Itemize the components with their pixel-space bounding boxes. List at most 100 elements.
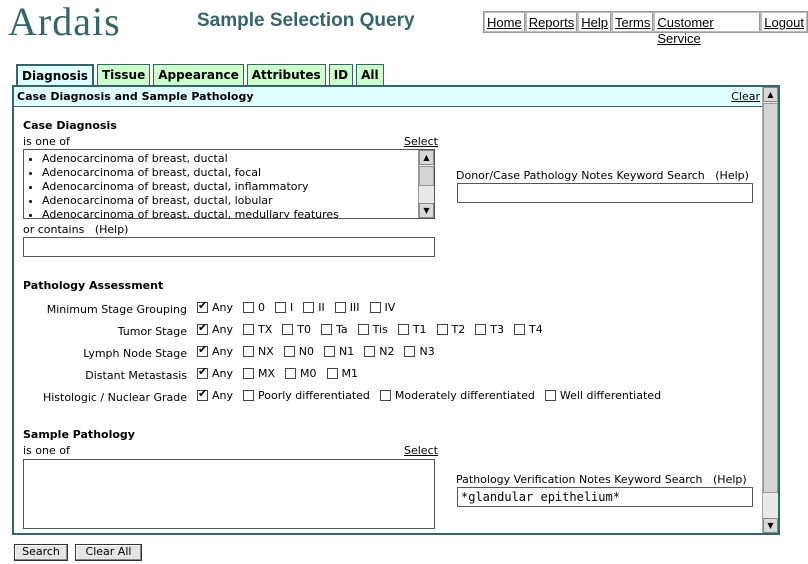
scroll-up-arrow-icon[interactable]: ▲ [763, 87, 778, 102]
checked-checkbox[interactable] [197, 365, 208, 379]
assessment-option[interactable]: Poorly differentiated [243, 389, 370, 402]
checkbox[interactable] [404, 346, 416, 357]
assessment-option[interactable]: III [334, 301, 360, 314]
checkbox[interactable] [275, 302, 287, 313]
checkbox[interactable] [243, 324, 255, 335]
checkbox[interactable] [303, 302, 315, 313]
assessment-option[interactable]: M1 [326, 367, 358, 380]
assessment-option[interactable]: T1 [397, 323, 427, 336]
checkbox[interactable] [357, 324, 369, 335]
assessment-option[interactable]: IV [369, 301, 396, 314]
checkbox[interactable] [321, 324, 332, 335]
tab-tissue[interactable]: Tissue [96, 64, 151, 86]
checkbox[interactable] [475, 324, 487, 335]
assessment-option[interactable]: T2 [436, 323, 465, 336]
case-diagnosis-select-link[interactable]: Select [404, 135, 438, 148]
checkbox[interactable] [243, 346, 255, 357]
assessment-option[interactable]: N2 [364, 345, 394, 358]
list-item[interactable]: Adenocarcinoma of breast, ductal, inflam… [42, 180, 434, 194]
listbox-scrollbar[interactable]: ▲ ▼ [418, 150, 434, 218]
scroll-thumb[interactable] [419, 166, 434, 186]
option-label: IV [384, 301, 396, 314]
assessment-option[interactable]: Ta [321, 323, 348, 336]
assessment-option[interactable]: Any [197, 321, 233, 336]
tab-appearance[interactable]: Appearance [153, 64, 244, 86]
checkbox[interactable] [243, 302, 255, 313]
case-diagnosis-listbox[interactable]: Adenocarcinoma of breast, ductal Adenoca… [23, 149, 435, 219]
nav-home-link[interactable]: Home [484, 12, 526, 32]
clear-all-button[interactable]: Clear All [75, 544, 142, 561]
sample-pathology-listbox[interactable] [23, 459, 435, 529]
checkbox[interactable] [285, 368, 297, 379]
nav-reports-link[interactable]: Reports [525, 12, 579, 32]
checked-checkbox[interactable] [197, 299, 208, 313]
option-label: N2 [379, 345, 395, 358]
pathology-notes-help-link[interactable]: (Help) [713, 473, 747, 486]
assessment-option[interactable]: M0 [285, 367, 317, 380]
checked-checkbox[interactable] [197, 343, 208, 357]
list-item[interactable]: Adenocarcinoma of breast, ductal, focal [42, 166, 434, 180]
sample-pathology-select-link[interactable]: Select [404, 444, 438, 457]
checkbox[interactable] [243, 390, 255, 401]
assessment-option[interactable]: TX [243, 323, 272, 336]
or-contains-help-link[interactable]: (Help) [94, 223, 129, 236]
assessment-option[interactable]: NX [243, 345, 274, 358]
checkbox[interactable] [544, 390, 556, 401]
clear-link[interactable]: Clear [731, 90, 760, 103]
diagnosis-contains-input[interactable] [23, 237, 435, 257]
scroll-thumb[interactable] [763, 103, 778, 493]
assessment-option[interactable]: T4 [513, 323, 543, 336]
checked-checkbox[interactable] [197, 321, 208, 335]
scroll-down-arrow-icon[interactable]: ▼ [763, 518, 778, 533]
assessment-option[interactable]: T0 [282, 323, 311, 336]
scroll-down-arrow-icon[interactable]: ▼ [419, 203, 434, 218]
assessment-option[interactable]: I [275, 301, 293, 314]
checkbox[interactable] [379, 390, 391, 401]
nav-help-link[interactable]: Help [578, 12, 612, 32]
case-notes-help-link[interactable]: (Help) [715, 169, 749, 182]
assessment-option[interactable]: Any [197, 365, 233, 380]
assessment-option[interactable]: Any [197, 343, 233, 358]
checkbox[interactable] [282, 324, 294, 335]
checkbox[interactable] [326, 368, 338, 379]
list-item[interactable]: Adenocarcinoma of breast, ductal, medull… [42, 208, 434, 218]
checkbox[interactable] [436, 324, 448, 335]
tab-attributes[interactable]: Attributes [246, 64, 326, 86]
assessment-option[interactable]: N3 [404, 345, 435, 358]
checkbox[interactable] [369, 302, 381, 313]
list-item[interactable]: Adenocarcinoma of breast, ductal [42, 152, 434, 166]
nav-terms-link[interactable]: Terms [611, 12, 655, 32]
checkbox[interactable] [513, 324, 525, 335]
checkbox[interactable] [397, 324, 409, 335]
option-label: T3 [490, 323, 504, 336]
tab-diagnosis[interactable]: Diagnosis [16, 64, 94, 86]
nav-logout-link[interactable]: Logout [761, 12, 807, 32]
assessment-option[interactable]: 0 [243, 301, 265, 314]
checkbox[interactable] [283, 346, 295, 357]
assessment-option[interactable]: Tis [357, 323, 388, 336]
assessment-options: Any Poorly differentiated Moderately diffe… [197, 387, 671, 402]
case-notes-keyword-input[interactable] [457, 183, 753, 203]
checkbox[interactable] [243, 368, 255, 379]
assessment-option[interactable]: Moderately differentiated [379, 389, 535, 402]
assessment-option[interactable]: Any [197, 387, 233, 402]
checked-checkbox[interactable] [197, 387, 208, 401]
panel-scrollbar[interactable]: ▲ ▼ [762, 87, 778, 533]
assessment-option[interactable]: T3 [475, 323, 504, 336]
tab-all[interactable]: All [356, 64, 384, 86]
checkbox[interactable] [364, 346, 376, 357]
checkbox[interactable] [324, 346, 336, 357]
assessment-option[interactable]: Well differentiated [544, 389, 661, 402]
assessment-option[interactable]: N1 [324, 345, 354, 358]
scroll-up-arrow-icon[interactable]: ▲ [419, 150, 434, 165]
assessment-option[interactable]: MX [243, 367, 275, 380]
nav-customer-service-link[interactable]: Customer Service [654, 12, 762, 46]
assessment-option[interactable]: II [303, 301, 325, 314]
tab-id[interactable]: ID [328, 64, 354, 86]
checkbox[interactable] [334, 302, 346, 313]
assessment-option[interactable]: Any [197, 299, 233, 314]
assessment-option[interactable]: N0 [283, 345, 314, 358]
list-item[interactable]: Adenocarcinoma of breast, ductal, lobula… [42, 194, 434, 208]
pathology-notes-keyword-input[interactable]: *glandular epithelium* [457, 487, 753, 507]
search-button[interactable]: Search [14, 544, 68, 561]
